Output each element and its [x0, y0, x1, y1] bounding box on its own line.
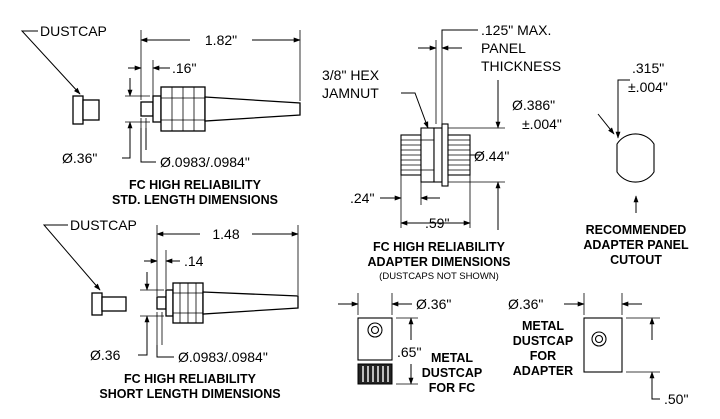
cap-fc-label-2: DUSTCAP — [422, 366, 482, 380]
short-dustcap-stem — [101, 296, 127, 312]
adapter-hex-line2: JAMNUT — [322, 85, 379, 101]
short-title-line1: FC HIGH RELIABILITY — [124, 372, 257, 386]
cap-fc-group: Ø.36" .65" METAL DUSTCAP FOR FC — [338, 293, 482, 395]
cutout-group: .315" ±.004" RECOMMENDED ADAPTER PANEL C… — [583, 60, 689, 267]
cap-fc-dim-w: Ø.36" — [416, 296, 451, 312]
cap-adapter-dim-h: .50" — [664, 391, 688, 407]
cutout-title-line1: RECOMMENDED — [586, 223, 687, 237]
cap-adapter-label-2: DUSTCAP — [513, 334, 573, 348]
adapter-group: .125" MAX. PANEL THICKNESS 3/8" HEX JAMN… — [322, 22, 562, 282]
cap-fc-dim-h: .65" — [397, 344, 421, 360]
std-dim-overall: 1.82" — [205, 32, 237, 48]
short-connector-group: 1.48 .14 DUSTCAP Ø.36 Ø.0983/.0984" FC H… — [42, 217, 299, 401]
adapter-hex-line1: 3/8" HEX — [322, 67, 380, 83]
adapter-flange — [433, 127, 443, 183]
cap-adapter-group: Ø.36" .50" METAL DUSTCAP FOR ADAPTER — [508, 293, 688, 407]
adapter-panel-line3: THICKNESS — [481, 58, 561, 74]
short-dim-tip: .14 — [184, 253, 204, 269]
adapter-dim-left: .24" — [350, 190, 374, 206]
std-dustcap-body — [72, 95, 84, 125]
cutout-title-line3: CUTOUT — [610, 253, 662, 267]
adapter-panel-line1: .125" MAX. — [481, 22, 551, 38]
std-coupling-front — [152, 95, 162, 123]
cutout-dim-line2: ±.004" — [628, 79, 668, 95]
std-strain-relief — [204, 96, 301, 122]
short-strain-relief — [202, 291, 299, 315]
short-title-line2: SHORT LENGTH DIMENSIONS — [99, 387, 280, 401]
short-dustcap-body — [91, 292, 103, 316]
adapter-title-line1: FC HIGH RELIABILITY — [373, 240, 506, 254]
adapter-title-line2: ADAPTER DIMENSIONS — [367, 255, 510, 269]
short-dim-ferrule: Ø.0983/.0984" — [178, 349, 268, 365]
std-title-line1: FC HIGH RELIABILITY — [129, 178, 262, 192]
std-title-line2: STD. LENGTH DIMENSIONS — [112, 193, 278, 207]
adapter-jamnut — [420, 127, 435, 183]
cap-fc-label-1: METAL — [431, 351, 473, 365]
adapter-dim-hex-tol: ±.004" — [522, 116, 562, 132]
short-dim-overall: 1.48 — [212, 226, 239, 242]
short-coupling-front — [165, 289, 174, 317]
short-dustcap-label: DUSTCAP — [70, 217, 137, 233]
std-dim-tip: .16" — [172, 60, 196, 76]
adapter-title-line3: (DUSTCAPS NOT SHOWN) — [379, 271, 499, 282]
adapter-dim-body: Ø.44" — [474, 148, 509, 164]
std-dim-ferrule: Ø.0983/.0984" — [160, 154, 250, 170]
short-ferrule-tip — [156, 296, 167, 310]
std-dustcap-label: DUSTCAP — [40, 23, 107, 39]
std-ferrule-tip — [140, 101, 154, 117]
cutout-title-line2: ADAPTER PANEL — [583, 238, 689, 252]
std-connector-group: 1.82" .16" DUSTCAP Ø.36" Ø.0983/.0984" F… — [20, 23, 301, 207]
std-dim-dia: Ø.36" — [62, 150, 97, 166]
adapter-panel — [441, 123, 449, 187]
std-dustcap-stem — [82, 99, 100, 121]
cap-adapter-label-4: ADAPTER — [513, 364, 573, 378]
adapter-dim-hex: Ø.386" — [512, 97, 555, 113]
cap-adapter-label-1: METAL — [522, 319, 564, 333]
short-dim-dia: Ø.36 — [90, 347, 121, 363]
cutout-dim-line1: .315" — [632, 60, 664, 76]
cap-fc-label-3: FOR FC — [429, 381, 476, 395]
adapter-panel-line2: PANEL — [481, 40, 526, 56]
adapter-dim-width: .59" — [425, 215, 449, 231]
cutout-shape — [616, 133, 655, 183]
cap-adapter-label-3: FOR — [530, 349, 556, 363]
cap-adapter-dim-w: Ø.36" — [508, 296, 543, 312]
